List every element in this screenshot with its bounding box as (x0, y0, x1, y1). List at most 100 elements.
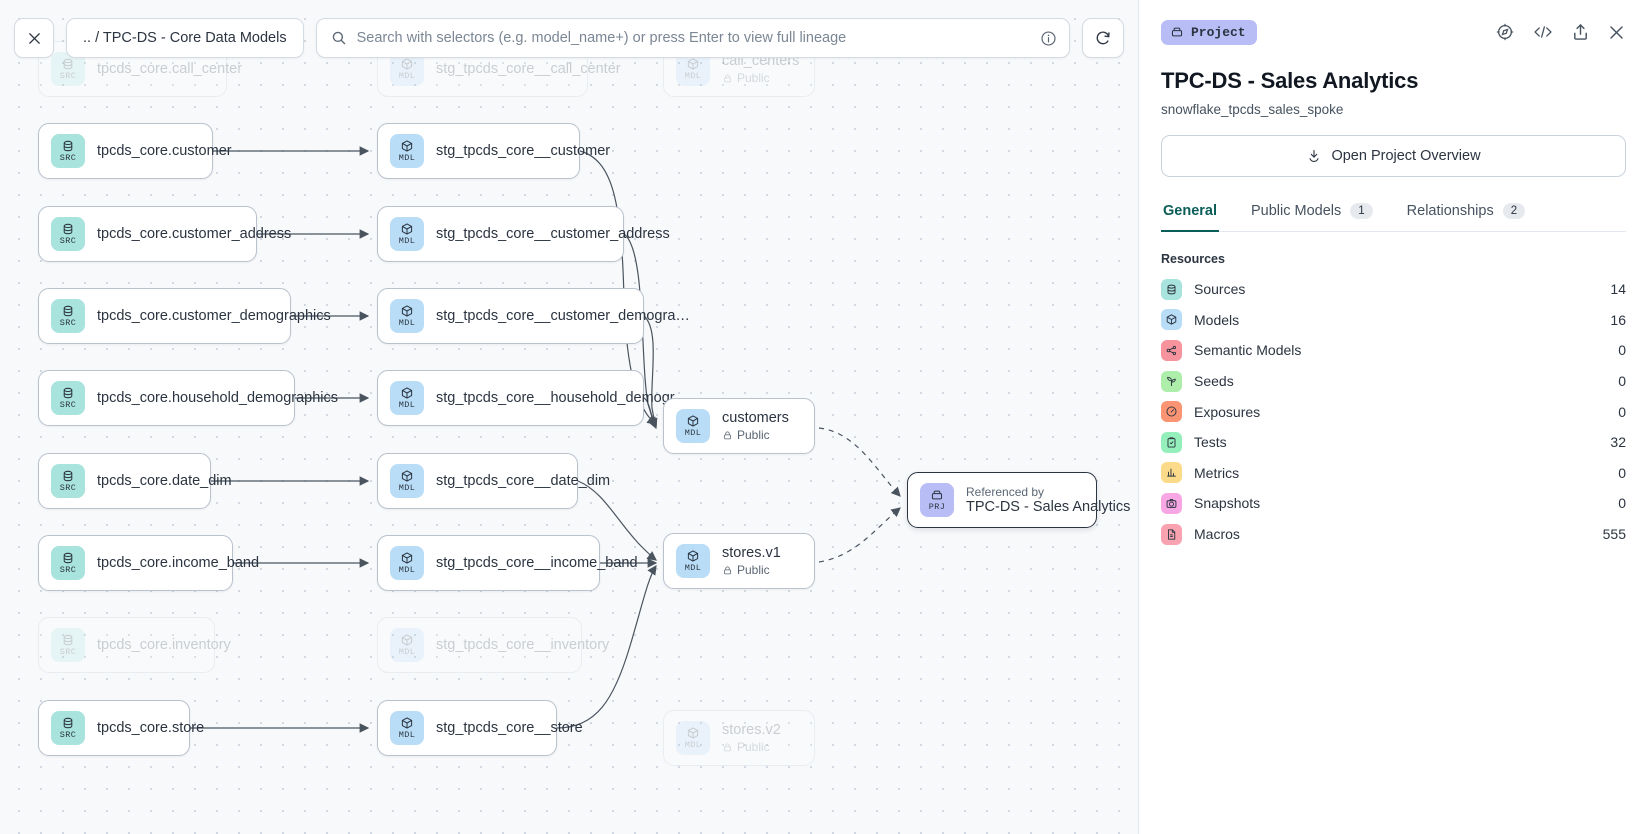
prj-badge: PRJ (920, 483, 954, 517)
close-lineage-button[interactable] (14, 18, 54, 58)
node-text: tpcds_core.customer_demographics (97, 308, 331, 324)
graph-node[interactable]: MDL stg_tpcds_core__customer_demogra… (377, 288, 690, 344)
details-panel-header: Project (1161, 0, 1626, 56)
src-badge: SRC (51, 299, 85, 333)
open-project-overview-button[interactable]: Open Project Overview (1161, 135, 1626, 177)
search-bar[interactable] (315, 18, 1070, 58)
lock-icon (722, 565, 733, 576)
badge-label: SRC (59, 647, 77, 658)
explore-icon[interactable] (1495, 22, 1515, 42)
project-icon (1170, 25, 1184, 39)
resource-name: Seeds (1194, 373, 1234, 390)
resource-row[interactable]: Macros 555 (1161, 519, 1626, 550)
node-label: tpcds_core.customer_address (97, 226, 292, 242)
graph-node[interactable]: MDL stg_tpcds_core__inventory (377, 617, 609, 673)
lock-icon (722, 430, 733, 441)
node-text: tpcds_core.customer (97, 143, 232, 159)
resource-count: 555 (1602, 526, 1626, 543)
resource-name: Tests (1194, 434, 1227, 451)
search-input[interactable] (356, 30, 1040, 46)
tab-general[interactable]: General (1161, 197, 1219, 232)
resource-count: 16 (1610, 311, 1626, 328)
resource-count: 0 (1618, 464, 1626, 481)
search-icon (331, 30, 347, 46)
code-icon[interactable] (1532, 22, 1554, 42)
src-badge: SRC (51, 217, 85, 251)
resource-name: Sources (1194, 281, 1246, 298)
graph-node[interactable]: SRC tpcds_core.household_demographics (38, 370, 338, 426)
share-icon[interactable] (1571, 22, 1590, 42)
node-label: stores.v2 (722, 722, 781, 738)
node-visibility: Public (722, 563, 781, 577)
node-text: tpcds_core.call_center (97, 61, 242, 77)
node-text: stg_tpcds_core__income_band (436, 555, 638, 571)
badge-label: SRC (59, 236, 77, 247)
graph-node[interactable]: SRC tpcds_core.customer_demographics (38, 288, 331, 344)
node-text: stg_tpcds_core__customer_address (436, 226, 670, 242)
badge-label: SRC (59, 318, 77, 329)
resource-count: 0 (1618, 342, 1626, 359)
close-icon[interactable] (1607, 23, 1626, 42)
node-text: stg_tpcds_core__inventory (436, 637, 609, 653)
tab-label: Relationships (1406, 203, 1494, 219)
graph-node[interactable]: SRC tpcds_core.customer_address (38, 206, 291, 262)
node-text: stg_tpcds_core__customer_demogra… (436, 308, 690, 324)
node-text: tpcds_core.customer_address (97, 226, 291, 242)
mdl-badge: MDL (390, 381, 424, 415)
resource-name: Macros (1194, 526, 1240, 543)
node-text: tpcds_core.household_demographics (97, 390, 338, 406)
badge-label: MDL (398, 565, 416, 576)
clipboard-check-icon (1161, 431, 1182, 453)
graph-node[interactable]: MDL stg_tpcds_core__income_band (377, 535, 638, 591)
bar-chart-icon (1161, 462, 1182, 484)
badge-label: SRC (59, 400, 77, 411)
node-visibility: Public (722, 740, 781, 754)
node-visibility: Public (722, 428, 789, 442)
resource-kind-pill[interactable]: Project (1161, 19, 1257, 45)
details-panel: Project (1139, 0, 1648, 834)
node-visibility: Public (722, 71, 799, 85)
breadcrumb-label: .. / TPC-DS - Core Data Models (83, 30, 287, 46)
badge-label: MDL (398, 318, 416, 329)
breadcrumb-button[interactable]: .. / TPC-DS - Core Data Models (66, 18, 304, 58)
badge-label: SRC (59, 483, 77, 494)
node-text: stg_tpcds_core__date_dim (436, 473, 610, 489)
camera-icon (1161, 492, 1182, 514)
node-label: stg_tpcds_core__income_band (436, 555, 638, 571)
info-icon[interactable] (1040, 30, 1057, 47)
node-visibility-label: Public (737, 740, 770, 754)
badge-label: MDL (398, 647, 416, 658)
refresh-button[interactable] (1082, 18, 1124, 58)
resource-name: Snapshots (1194, 495, 1261, 512)
